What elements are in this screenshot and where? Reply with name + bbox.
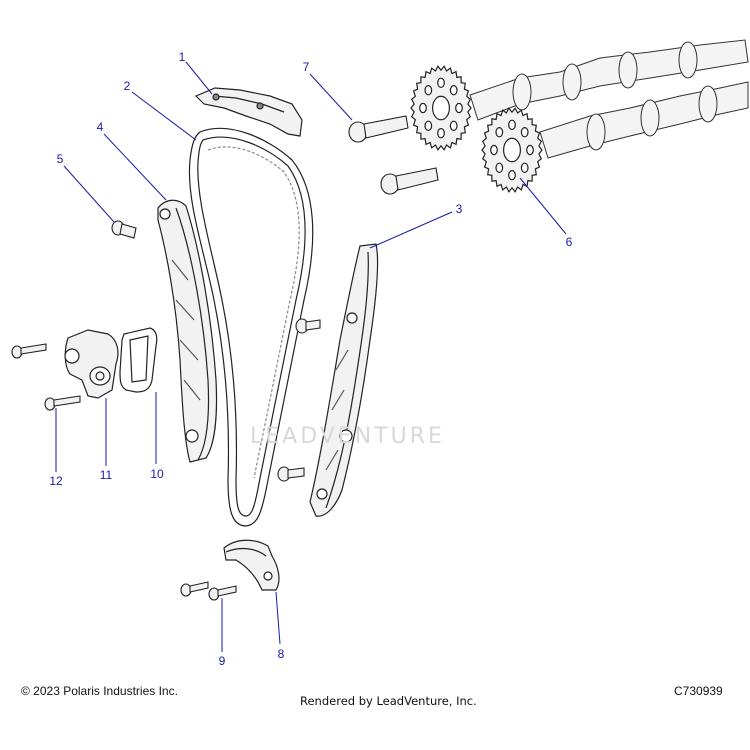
leader-2 (131, 91, 197, 141)
leader-lines (55, 61, 567, 652)
sprocket-hole (508, 169, 516, 181)
callout-2: 2 (123, 79, 131, 93)
tensioner-chain-guide (157, 199, 218, 463)
leader-4 (103, 133, 167, 201)
sprocket-hole (520, 126, 529, 138)
bolt-guide-lower (277, 466, 305, 482)
leader-3 (369, 211, 453, 249)
sprocket-hole (455, 102, 463, 114)
sprocket-hole (424, 120, 433, 132)
sprocket-hole (419, 102, 427, 114)
sprocket-hole (437, 127, 445, 139)
upper-chain-guide (194, 87, 303, 137)
callout-4: 4 (96, 120, 104, 134)
bolt-12-upper (11, 343, 47, 359)
leader-7 (309, 73, 353, 121)
diagram-code: C730939 (674, 684, 723, 698)
sprocket-hub (503, 137, 522, 163)
watermark: LEADVENTURE (250, 424, 445, 449)
cam-sprocket-lower (481, 107, 543, 193)
sprocket-hole (520, 162, 529, 173)
sprocket-hole (437, 77, 445, 89)
callout-11: 11 (99, 468, 113, 482)
tensioner-gasket (119, 327, 158, 393)
timing-chain (188, 127, 314, 527)
callout-3: 3 (455, 202, 463, 216)
sprocket-hole (508, 119, 516, 131)
bolt-9-a (180, 581, 209, 597)
copyright-text: © 2023 Polaris Industries Inc. (21, 684, 178, 698)
callout-9: 9 (218, 654, 226, 668)
bolt-sprocket-lower (380, 167, 439, 195)
callout-7: 7 (302, 60, 310, 74)
bolt-7 (348, 115, 409, 143)
sprocket-hole (449, 84, 458, 96)
camshafts (469, 39, 749, 159)
sprocket-hole (526, 144, 534, 156)
sprocket-hole (495, 162, 504, 173)
chain-tensioner (64, 329, 119, 399)
sprocket-hole (490, 144, 498, 156)
lower-chain-guide (223, 539, 280, 591)
cam-sprocket-upper (410, 65, 472, 151)
leader-6 (519, 177, 567, 235)
callout-6: 6 (565, 235, 573, 249)
bolt-5 (111, 220, 137, 239)
sprocket-hole (495, 126, 504, 138)
bolt-9-b (208, 585, 237, 601)
sprocket-hole (424, 84, 433, 96)
rendered-by-text: Rendered by LeadVenture, Inc. (300, 694, 477, 708)
callout-8: 8 (277, 647, 285, 661)
fixed-chain-guide (309, 243, 379, 517)
leader-5 (63, 165, 115, 223)
bolt-12-lower (44, 395, 81, 411)
callout-1: 1 (178, 50, 186, 64)
sprocket-hole (449, 120, 458, 132)
bolt-guide-upper (295, 318, 321, 334)
callout-12: 12 (49, 474, 63, 488)
callout-5: 5 (56, 152, 64, 166)
callout-10: 10 (150, 467, 164, 481)
leader-8 (275, 591, 281, 645)
sprocket-hub (432, 95, 451, 121)
bolts (11, 115, 439, 601)
leader-1 (185, 61, 213, 95)
